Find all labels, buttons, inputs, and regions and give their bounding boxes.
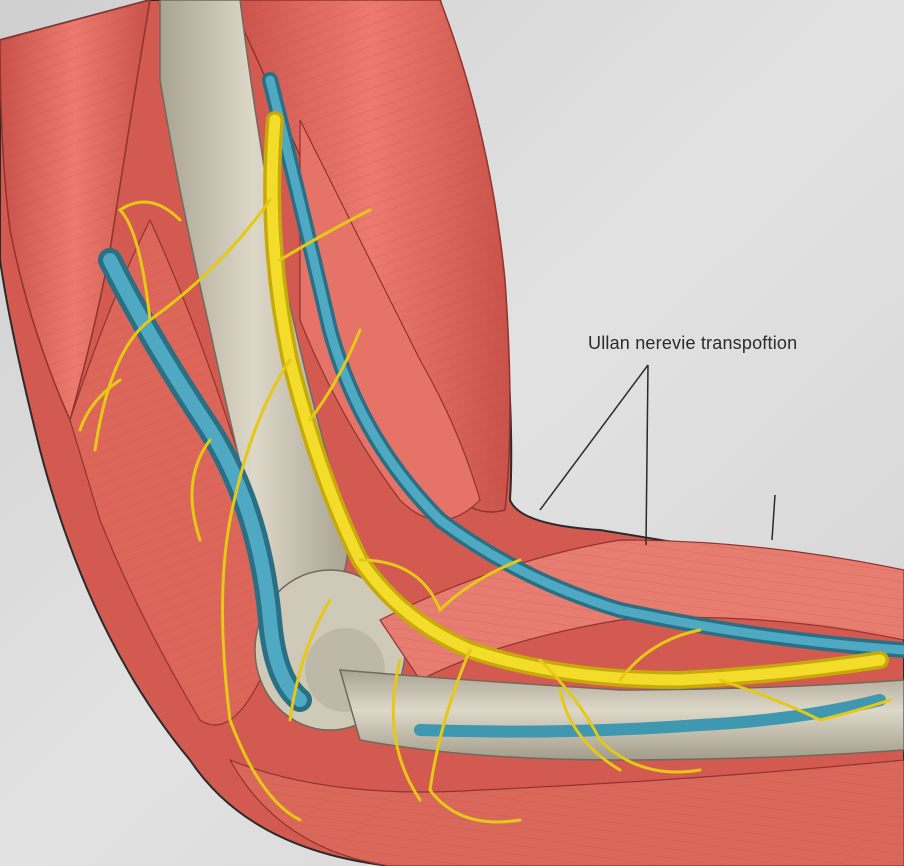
forearm-lower-fibers — [230, 760, 904, 866]
triceps-fibers — [0, 0, 150, 420]
annotation-leader-lines — [539, 364, 776, 546]
nerve-branches — [78, 198, 892, 824]
ulnar-nerve-highlight — [266, 114, 886, 686]
basilic-vein-highlight — [265, 75, 904, 655]
brachialis-muscle — [299, 119, 481, 521]
ulnar-artery — [414, 694, 886, 738]
ulna-bone — [338, 669, 904, 761]
annotation-label: Ullan nerevie transpoftion — [588, 333, 798, 353]
medial-muscle-fibers — [70, 220, 263, 725]
